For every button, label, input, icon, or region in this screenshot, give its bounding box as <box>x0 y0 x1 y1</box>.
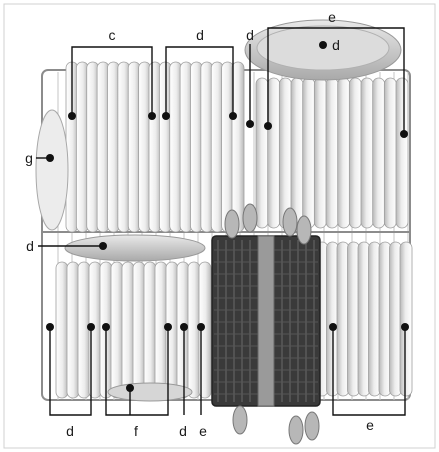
label-e-top: e <box>328 9 336 25</box>
side-platter-left <box>35 109 69 231</box>
leader-c <box>71 46 153 116</box>
plate <box>348 77 362 229</box>
utensil-handle <box>296 215 312 245</box>
plate <box>290 77 304 229</box>
plate <box>231 61 245 233</box>
dot-e-bottom-left <box>329 323 337 331</box>
label-g-left: g <box>25 150 33 166</box>
leader-lines <box>36 27 406 416</box>
leader-e-bottom-right <box>332 327 406 416</box>
basket-handle <box>257 235 275 407</box>
plate <box>395 77 409 229</box>
label-d-top-2: d <box>246 27 254 43</box>
dot-f-right <box>164 323 172 331</box>
upper-left-plate-stack <box>65 61 245 233</box>
plate <box>399 241 413 397</box>
leader-d-bottom <box>49 327 92 416</box>
utensil-handle <box>232 405 248 435</box>
label-d-top-1: d <box>196 27 204 43</box>
callout-labels: c d d d e g d d f d e e <box>25 9 374 439</box>
dot-d-right <box>229 112 237 120</box>
label-c-top: c <box>109 27 116 43</box>
label-d-bottom-2: d <box>179 423 187 439</box>
dot-e-right <box>400 130 408 138</box>
callout-dots <box>46 41 409 392</box>
label-d-plate: d <box>332 37 340 53</box>
lower-right-plate-stack <box>315 241 413 397</box>
plate <box>337 77 351 229</box>
plate <box>154 261 168 399</box>
utensil-handle <box>304 411 320 441</box>
dot-c-right <box>148 112 156 120</box>
plate <box>360 77 374 229</box>
plate <box>132 261 146 399</box>
plate <box>313 77 327 229</box>
plate <box>255 77 269 229</box>
dot-d-bottom-left <box>46 323 54 331</box>
label-f-bottom: f <box>134 423 138 439</box>
utensil-handle <box>224 209 240 239</box>
dot-d-bottom-right <box>87 323 95 331</box>
label-d-bottom-1: d <box>66 423 74 439</box>
plate <box>383 77 397 229</box>
utensil-handle <box>282 207 298 237</box>
utensil-handle <box>242 203 258 233</box>
plate <box>143 261 157 399</box>
utensil-handle <box>288 415 304 445</box>
dot-d-left <box>162 112 170 120</box>
label-e-bottom-1: e <box>199 423 207 439</box>
plate <box>325 77 339 229</box>
dot-d-left <box>99 242 107 250</box>
leader-d-top <box>165 46 234 116</box>
dot-c-left <box>68 112 76 120</box>
lower-left-plate-stack <box>55 261 212 399</box>
dot-f-bowl <box>126 384 134 392</box>
leader-f <box>105 327 169 416</box>
label-e-bottom-2: e <box>366 417 374 433</box>
dot-g <box>46 154 54 162</box>
dot-d-bottom-2 <box>180 323 188 331</box>
dot-e-bottom-right <box>401 323 409 331</box>
plate <box>55 261 69 399</box>
leader-e-top <box>267 27 405 134</box>
plate <box>372 77 386 229</box>
dot-f-left <box>102 323 110 331</box>
plate <box>66 261 80 399</box>
plate <box>278 77 292 229</box>
cutlery-basket <box>211 203 321 445</box>
plate <box>77 261 91 399</box>
dot-e-left <box>264 122 272 130</box>
plate <box>302 77 316 229</box>
plate <box>187 261 201 399</box>
dot-d-plate <box>319 41 327 49</box>
plate <box>121 261 135 399</box>
dot-e-bottom <box>197 323 205 331</box>
plate <box>267 77 281 229</box>
oval-platter-middle <box>64 234 206 262</box>
small-bowl-bottom <box>107 382 193 402</box>
label-d-left: d <box>26 238 34 254</box>
upper-right-plate-stack <box>255 77 409 229</box>
plate <box>110 261 124 399</box>
dot-d-top-2 <box>246 120 254 128</box>
